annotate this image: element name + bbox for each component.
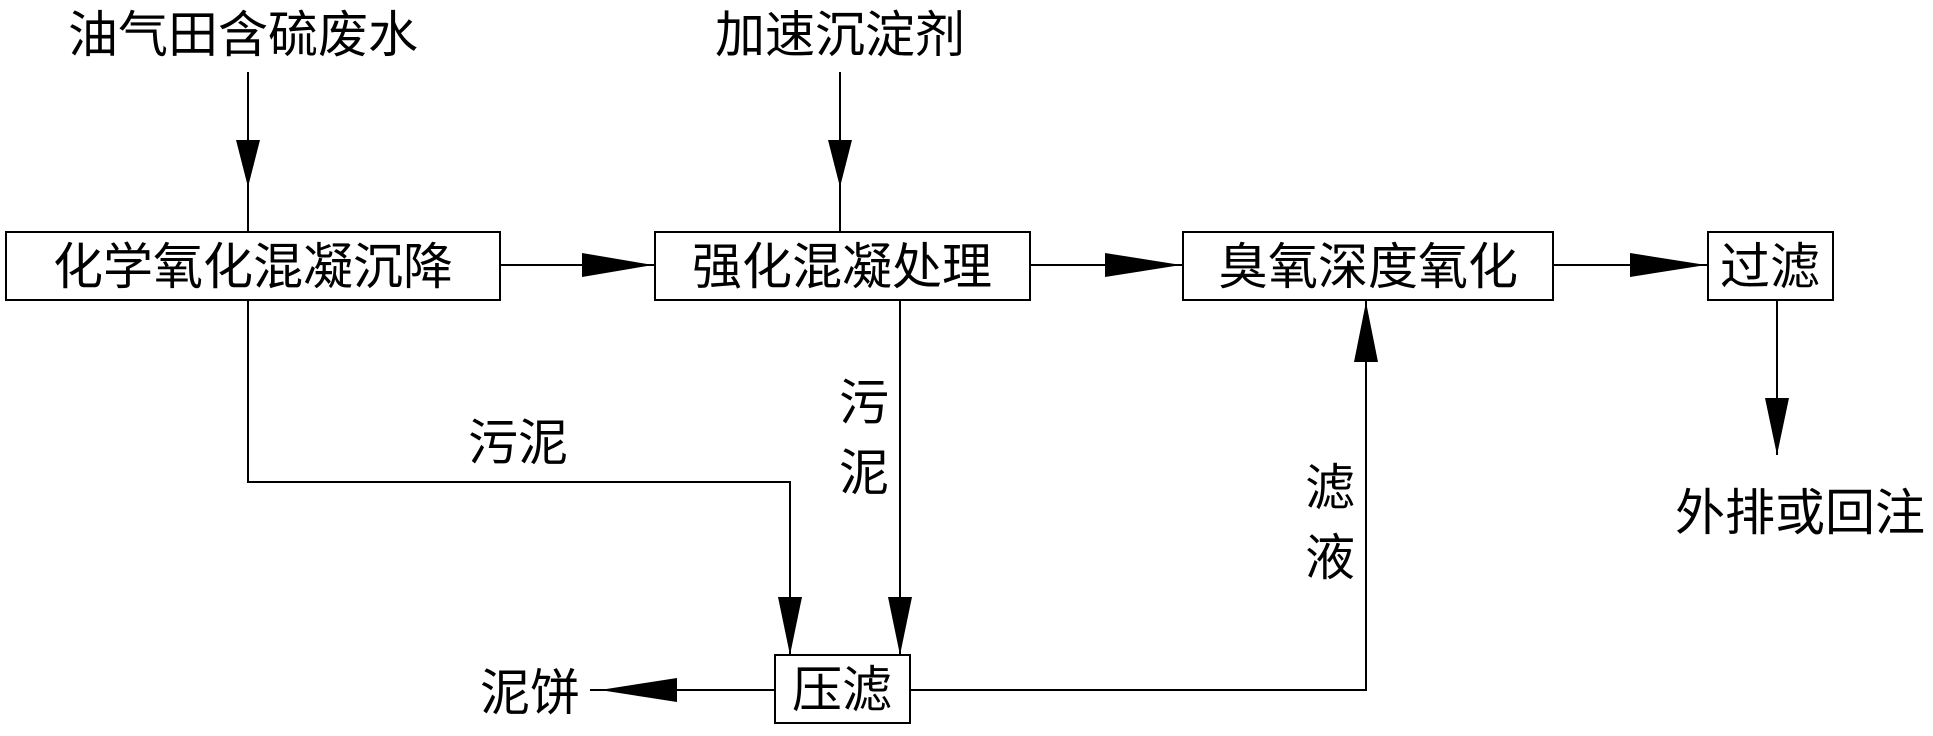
arrowhead-icon: [1354, 302, 1378, 362]
node-ozone-oxidation: 臭氧深度氧化: [1182, 231, 1554, 301]
arrowhead-icon: [828, 140, 852, 187]
edge-press-to-ozone: [910, 300, 1367, 691]
edge-label-sludge-vertical-top: 污: [839, 374, 889, 432]
node-press-filter: 压滤: [774, 654, 911, 724]
node-chem-oxidation: 化学氧化混凝沉降: [5, 231, 501, 301]
edge-label-sludge-vertical-bottom: 泥: [839, 444, 889, 502]
edge-chem-sludge-to-press: [247, 300, 791, 655]
node-accelerant-label: 加速沉淀剂: [715, 6, 965, 64]
node-source-label: 油气田含硫废水: [68, 6, 418, 64]
arrowhead-icon: [1105, 253, 1181, 277]
node-enhanced-coag-label: 强化混凝处理: [692, 238, 992, 296]
node-press-filter-label: 压滤: [792, 661, 892, 719]
node-mud-cake-label: 泥饼: [480, 664, 580, 722]
edge-label-filtrate-top: 滤: [1305, 459, 1355, 517]
arrowhead-icon: [888, 597, 912, 655]
node-chem-oxidation-label: 化学氧化混凝沉降: [53, 238, 453, 296]
node-ozone-oxidation-label: 臭氧深度氧化: [1218, 238, 1518, 296]
node-enhanced-coag: 强化混凝处理: [654, 231, 1031, 301]
arrowhead-icon: [236, 140, 260, 187]
node-filtration: 过滤: [1707, 231, 1834, 301]
arrowhead-icon: [1630, 253, 1706, 277]
arrowhead-icon: [1765, 398, 1789, 455]
arrowhead-icon: [600, 678, 677, 702]
arrowhead-icon: [778, 597, 802, 655]
node-filtration-label: 过滤: [1720, 238, 1820, 296]
arrowhead-icon: [582, 253, 653, 277]
edge-label-filtrate-bottom: 液: [1305, 529, 1355, 587]
node-discharge-label: 外排或回注: [1675, 484, 1925, 542]
edge-label-sludge: 污泥: [468, 414, 568, 472]
